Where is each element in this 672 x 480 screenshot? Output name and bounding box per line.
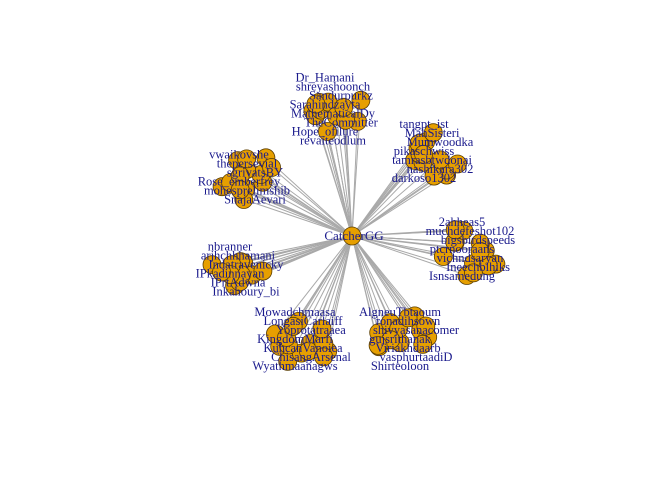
node-label: ronadihsown: [376, 314, 441, 328]
labels-layer: Dr_HamanishreyashoonchSandurpurkzSarahin…: [196, 70, 516, 373]
edge: [351, 235, 400, 329]
node-label: Ineechblhiks: [446, 260, 510, 274]
node-top-right: [414, 144, 434, 164]
node-label: shivyasanacomer: [373, 323, 460, 337]
node-right: [445, 220, 465, 240]
node-label: Rose_emberfrey: [198, 174, 281, 188]
node-label: gujsrithanak: [369, 332, 432, 346]
node-label: tamrasbtwdonai: [392, 153, 472, 167]
edge: [351, 235, 468, 276]
node-label: vwaikovshe: [209, 147, 269, 161]
node-label: ptcrnooraans: [430, 242, 495, 256]
nodes-layer: [202, 90, 506, 371]
edge: [287, 235, 353, 362]
node-label: revaiteodlum: [300, 133, 366, 147]
node-label: IPkadinnayan: [196, 266, 265, 280]
edge: [275, 235, 353, 335]
node-label: nashikara302: [407, 162, 474, 176]
node-bottom-right: [416, 316, 436, 336]
node-label: 2ahheas5: [439, 215, 486, 229]
node-label: thepersevial: [217, 156, 278, 170]
node-label: pikaschwiss: [394, 144, 455, 158]
edge: [351, 174, 447, 237]
node-label: sgrivatsBY: [227, 165, 283, 179]
node-label: Shirteoloon: [371, 359, 430, 373]
edge: [245, 188, 353, 237]
node-bottom-left: [314, 347, 334, 367]
node-bottom-left: [312, 319, 332, 339]
node-label: Mowadchmaasa: [254, 305, 336, 319]
node-label: darkoso1302: [392, 171, 457, 185]
node-label: Dr_Hamani: [295, 70, 355, 84]
hub-layer: CatcherGG: [324, 226, 384, 246]
edge: [292, 235, 353, 327]
edge: [351, 235, 474, 274]
edge: [351, 235, 385, 341]
edge: [300, 235, 353, 354]
node-label: AlgneuTbtaoum: [359, 305, 441, 319]
hub-node: [342, 226, 362, 246]
node-label: Viriakhdaarb: [375, 341, 440, 355]
edge: [321, 235, 353, 330]
node-bottom-left: [283, 316, 303, 336]
node-label: ChisangArsenal: [271, 350, 351, 364]
node-label: MathematicalDy: [291, 106, 376, 120]
node-label: Hope_ofilure: [292, 124, 359, 138]
node-label: vichndsaryan: [437, 251, 504, 265]
edge: [351, 235, 380, 333]
edge: [240, 189, 353, 237]
node-right: [433, 247, 453, 266]
node-label: bigsbirdspeeds: [441, 233, 515, 247]
node-top: [351, 90, 371, 110]
node-label: Isnsamedung: [429, 269, 496, 283]
edge: [351, 175, 435, 237]
node-label: KingdomMarfi: [257, 332, 333, 346]
node-top-left: [262, 158, 282, 177]
node-left: [212, 262, 231, 282]
node-label: SnajaAevari: [224, 192, 286, 206]
node-label: Mumwoodka: [407, 135, 474, 149]
edge: [336, 115, 353, 237]
node-label: muchdefeshot102: [426, 224, 515, 238]
node-label: KuhcanVanoiea: [263, 341, 343, 355]
node-label: Yoprotatraaea: [276, 323, 346, 337]
node-label: nbranner: [208, 239, 253, 253]
node-label: Inkahoury_bi: [212, 284, 280, 298]
node-top: [334, 97, 354, 117]
node-top: [318, 122, 337, 141]
edge: [243, 199, 353, 237]
node-label: Indatravenicky: [209, 257, 285, 271]
node-label: IPrtAdwna: [211, 275, 266, 289]
hub-label: CatcherGG: [324, 228, 383, 243]
node-top: [306, 94, 326, 114]
node-bottom-right: [413, 334, 433, 354]
node-top-right: [448, 154, 467, 174]
node-left: [253, 261, 273, 281]
edge: [262, 235, 353, 272]
node-label: Wyathmaanagws: [252, 359, 337, 373]
edge: [271, 167, 353, 237]
node-bottom-right: [398, 308, 418, 328]
edge: [260, 174, 353, 237]
node-right: [463, 263, 483, 283]
node-label: TheCommitter: [304, 115, 378, 129]
node-bottom-right: [368, 335, 388, 355]
edge: [351, 159, 441, 237]
node-label: Sarahindzayta: [290, 97, 361, 111]
edge: [351, 229, 456, 237]
node-top-left: [230, 180, 250, 200]
node-label: tangpt_ist: [399, 117, 449, 131]
node-label: mohesprelimshib: [204, 183, 290, 197]
node-label: shreyashoonch: [296, 79, 371, 93]
node-label: MahSisteri: [405, 126, 460, 140]
node-label: LongasiCarlaiff: [264, 314, 344, 328]
node-label: Sandurpurkz: [309, 88, 373, 102]
node-label: vasphurtaadiD: [380, 350, 453, 364]
node-top-left: [237, 149, 257, 169]
node-label: arjhchhhamani: [201, 248, 276, 262]
edge: [351, 162, 424, 237]
node-top-right: [423, 123, 443, 143]
node-right: [470, 241, 490, 261]
